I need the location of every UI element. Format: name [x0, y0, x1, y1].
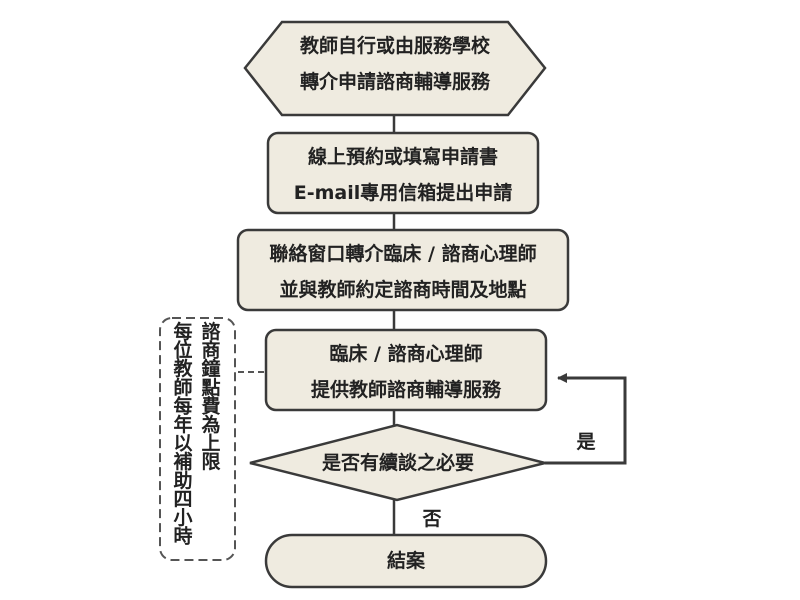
subsidy-note-char: 教	[173, 357, 193, 380]
subsidy-note-char: 每	[173, 394, 192, 417]
subsidy-note-box	[159, 317, 236, 561]
subsidy-note-char: 上	[201, 433, 220, 455]
subsidy-note-char: 限	[201, 451, 220, 473]
yes-loop-arrow	[545, 373, 627, 465]
subsidy-note-char: 師	[173, 376, 192, 399]
subsidy-note-char: 位	[173, 339, 192, 362]
decision-diamond	[249, 423, 546, 502]
subsidy-note-char: 每	[173, 320, 192, 343]
subsidy-note-char: 助	[173, 469, 192, 492]
subsidy-note-char: 補	[172, 450, 192, 473]
subsidy-note-char: 年	[173, 413, 192, 436]
apply-line-1: 線上預約或填寫申請書	[308, 145, 498, 168]
end-label: 結案	[387, 549, 426, 572]
refer-box	[236, 228, 570, 312]
subsidy-note-char: 諮	[201, 320, 221, 343]
service-line-1: 臨床 / 諮商心理師	[329, 342, 482, 365]
subsidy-note-char: 點	[200, 376, 220, 399]
end-terminator	[264, 533, 548, 589]
refer-line-2: 並與教師約定諮商時間及地點	[279, 278, 526, 301]
no-label: 否	[421, 508, 441, 530]
subsidy-note-char: 商	[201, 339, 220, 362]
start-hexagon	[243, 20, 547, 117]
service-box	[264, 328, 548, 412]
refer-line-1: 聯絡窗口轉介臨床 / 諮商心理師	[269, 242, 536, 265]
subsidy-note-char: 四	[173, 488, 192, 510]
yes-label: 是	[576, 431, 595, 453]
subsidy-note-char: 費	[201, 394, 220, 417]
subsidy-note-char: 小	[173, 507, 192, 529]
start-line-1: 教師自行或由服務學校	[300, 34, 491, 57]
subsidy-note-char: 為	[201, 413, 220, 436]
service-line-2: 提供教師諮商輔導服務	[311, 378, 502, 401]
start-line-2: 轉介申請諮商輔導服務	[300, 70, 491, 93]
subsidy-note-char: 時	[173, 526, 192, 548]
subsidy-note-char: 以	[173, 433, 192, 455]
apply-line-2: E-mail專用信箱提出申請	[294, 181, 513, 204]
decision-label: 是否有續談之必要	[322, 451, 474, 474]
apply-box	[266, 131, 540, 215]
subsidy-note-char: 鐘	[201, 357, 220, 380]
